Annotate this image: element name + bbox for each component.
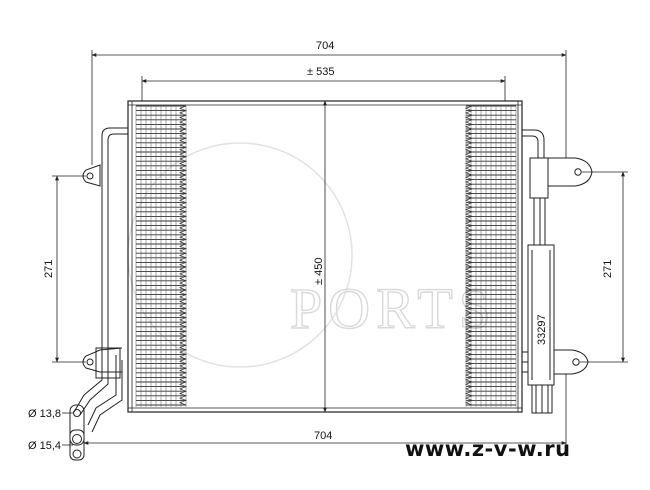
watermark: PORTS	[127, 142, 497, 368]
pipe-diameter-upper-label: Ø 13,8	[28, 408, 61, 420]
dim-core-width-label: ± 535	[307, 66, 334, 78]
dim-width-top-label: 704	[316, 40, 334, 52]
cooling-fins-right	[465, 105, 517, 407]
dim-width-bottom	[83, 374, 567, 448]
part-number-label: 33297	[536, 314, 548, 345]
dim-right-mount	[580, 171, 628, 363]
dim-width-top	[91, 50, 567, 165]
receiver-drier	[522, 129, 555, 414]
watermark-text: PORTS	[290, 276, 497, 341]
dim-core-width	[141, 76, 506, 101]
dim-left-mount-label: 271	[43, 260, 55, 278]
left-pipe-assembly	[69, 127, 128, 461]
dim-left-mount	[52, 175, 86, 363]
dim-width-bottom-label: 704	[314, 430, 332, 442]
dim-right-mount-label: 271	[602, 260, 614, 278]
pipe-diameter-leaders	[62, 412, 73, 446]
pipe-diameter-lower-label: Ø 15,4	[28, 440, 61, 452]
dim-core-height-label: ± 450	[313, 258, 325, 285]
website-watermark: www.z-v-w.ru	[405, 437, 571, 461]
cooling-fins-left	[135, 105, 187, 407]
left-mount-upper	[82, 164, 101, 187]
